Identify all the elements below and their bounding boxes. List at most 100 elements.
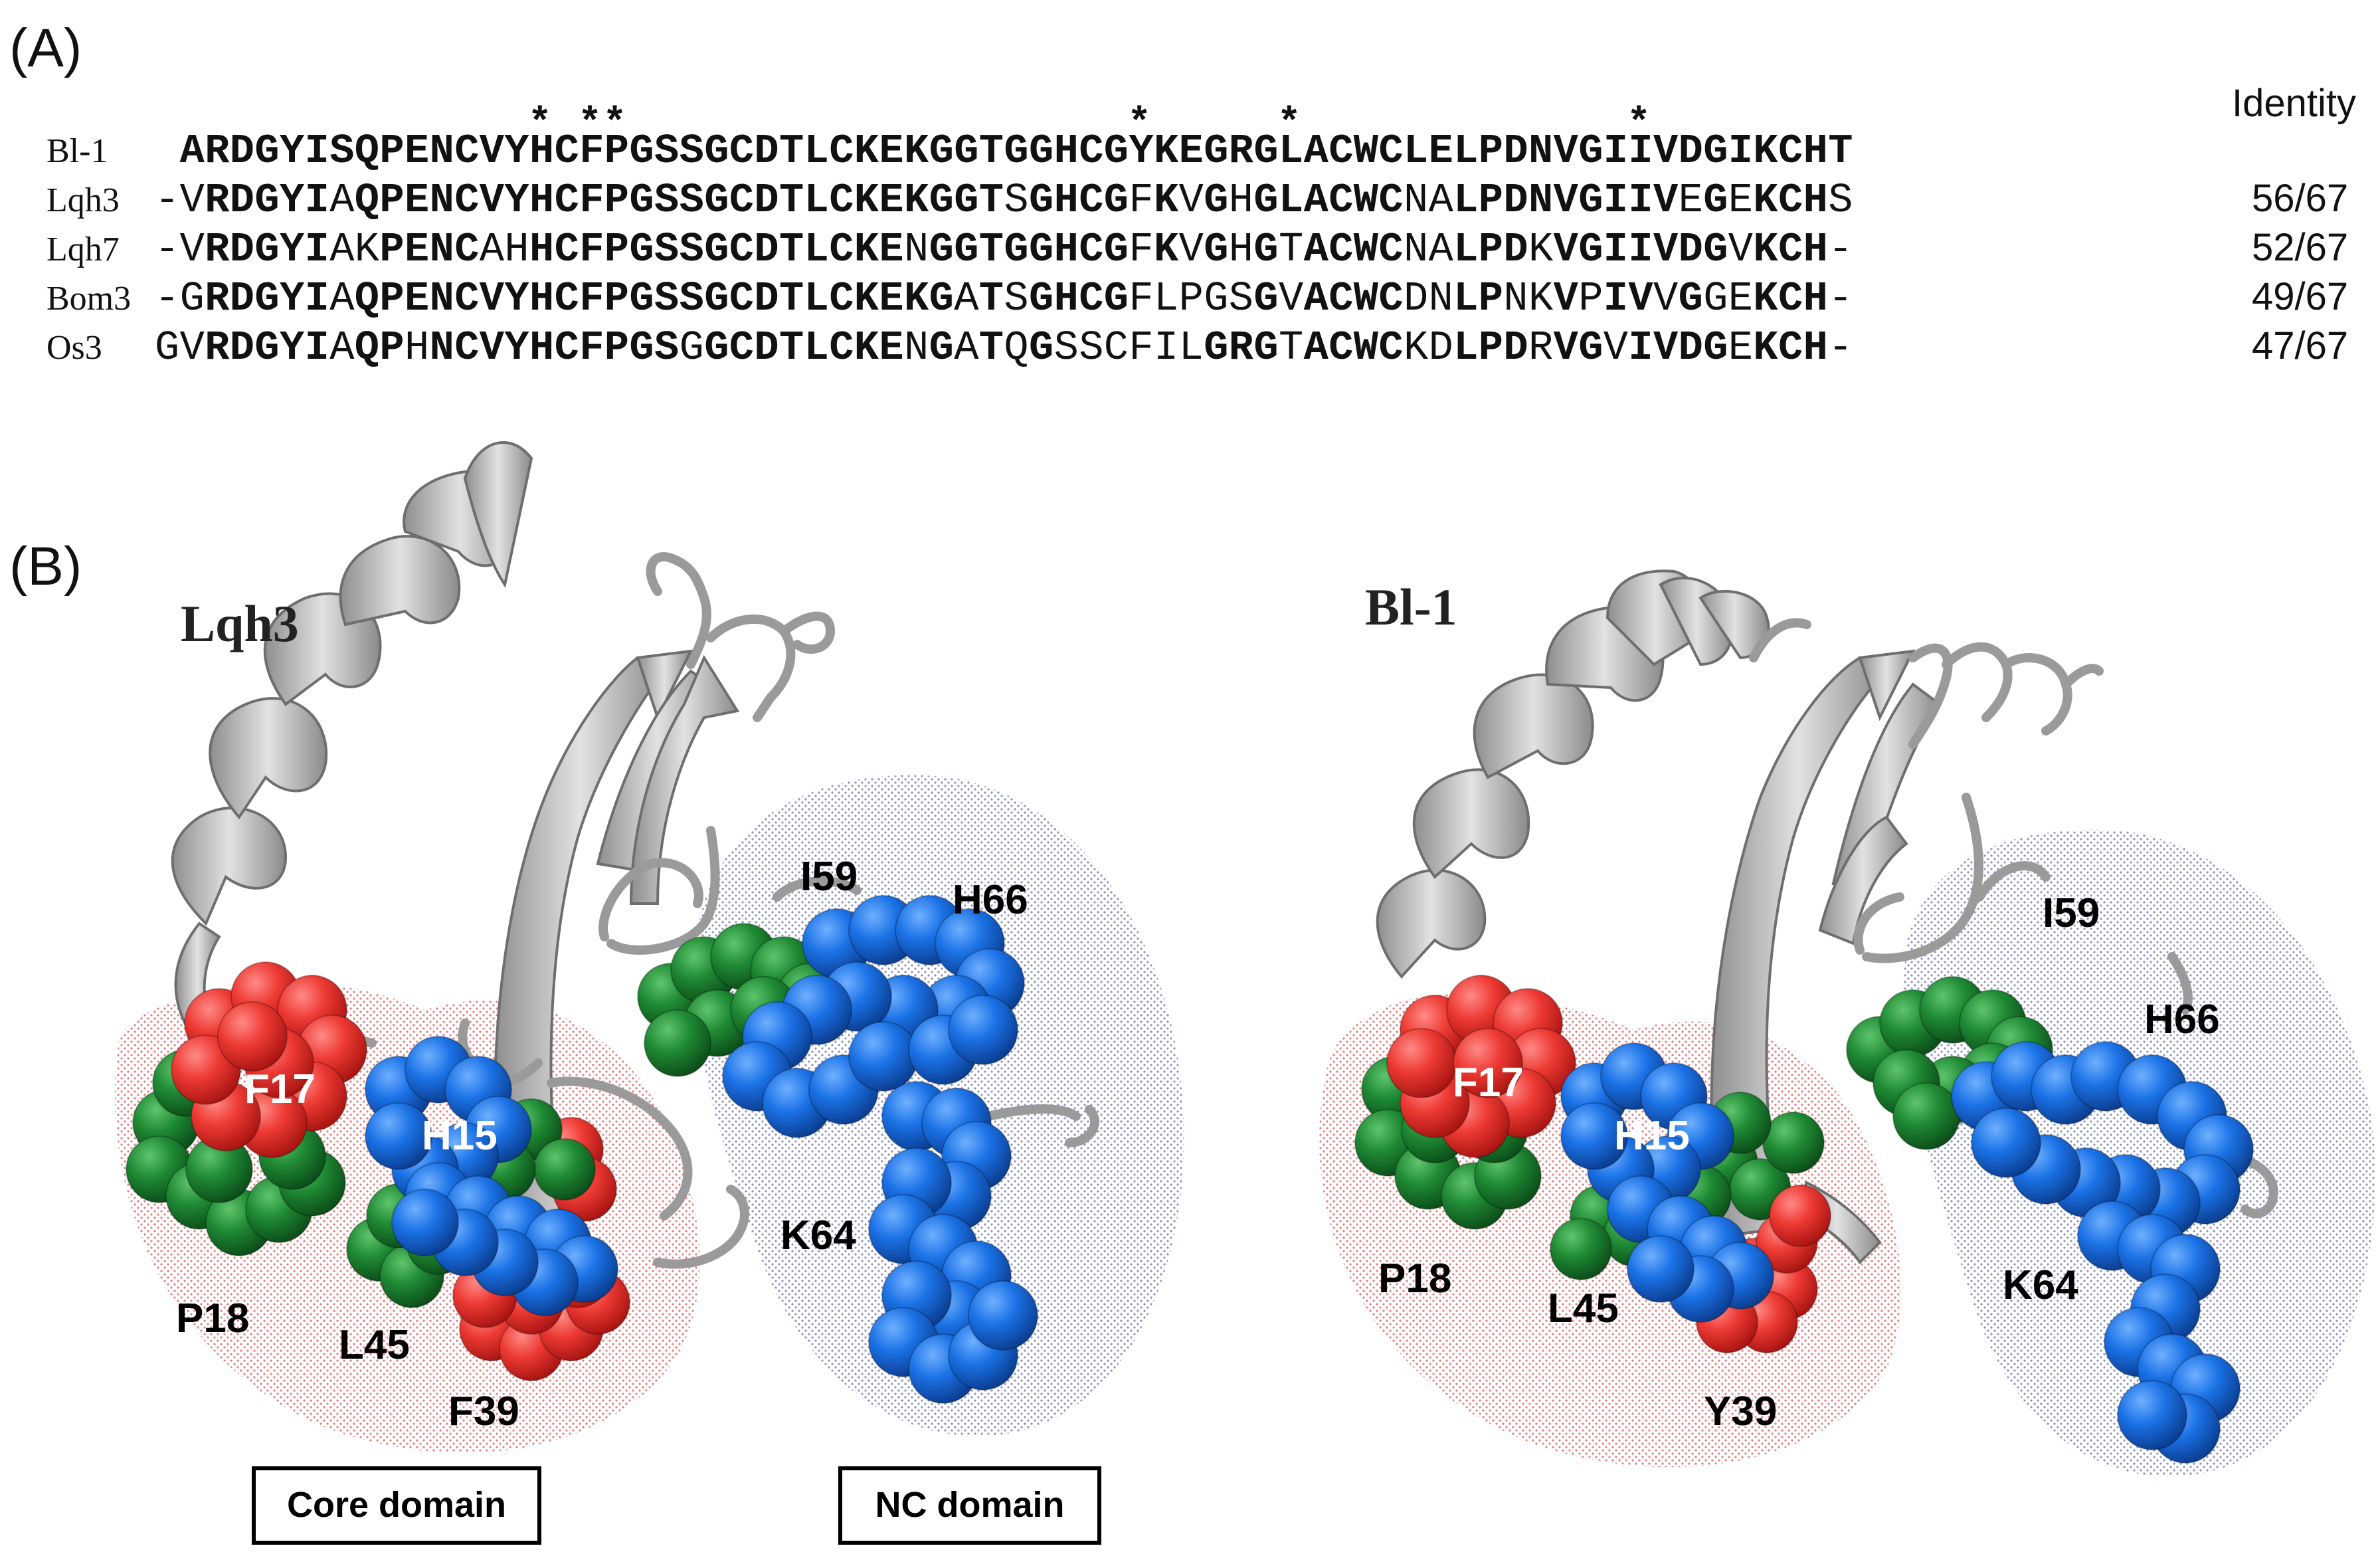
residue-char: G bbox=[1679, 275, 1703, 322]
sequence-row: -VRDGYIAQPENCVYHCFPGSSGCDTLCKEKGGTSGHCGF… bbox=[155, 177, 1853, 224]
conserved-star: * bbox=[532, 97, 548, 142]
bl1-label-l45: L45 bbox=[1548, 1286, 1619, 1331]
residue-char: D bbox=[1679, 128, 1703, 175]
residue-char: C bbox=[729, 324, 754, 371]
residue-char: G bbox=[1029, 128, 1053, 175]
bl1-structure: Bl-1 I59 H66 F17 H15 K64 P18 L45 Y39 bbox=[1319, 569, 2376, 1477]
residue-char: K bbox=[355, 226, 380, 273]
residue-char: G bbox=[704, 324, 729, 371]
residue-char: - bbox=[155, 226, 179, 273]
residue-char: V bbox=[1554, 275, 1579, 322]
identity-value: 49/67 bbox=[2252, 275, 2348, 318]
lqh3-f17-spheres bbox=[171, 961, 367, 1158]
residue-char: A bbox=[1304, 226, 1329, 273]
residue-char: C bbox=[555, 177, 579, 224]
residue-char: V bbox=[1554, 177, 1579, 224]
residue-char: H bbox=[1803, 226, 1828, 273]
residue-char: H bbox=[529, 128, 554, 175]
bl1-h15-spheres bbox=[1560, 1042, 1774, 1323]
residue-char: - bbox=[1828, 226, 1853, 273]
bl1-helix bbox=[1376, 569, 1770, 979]
residue-char: Y bbox=[280, 177, 305, 224]
residue-char: Y bbox=[504, 275, 529, 322]
residue-char: I bbox=[305, 177, 329, 224]
bl1-nc-domain-shading bbox=[1904, 829, 2376, 1477]
core-domain-label: Core domain bbox=[287, 1485, 506, 1525]
lqh3-label-k64: K64 bbox=[780, 1213, 856, 1258]
residue-char: P bbox=[1179, 275, 1204, 322]
residue-char: L bbox=[1404, 128, 1428, 175]
residue-char: N bbox=[1528, 177, 1553, 224]
residue-char: V bbox=[1554, 226, 1579, 273]
residue-char: D bbox=[1503, 128, 1528, 175]
bl1-h66-k64-spheres bbox=[1951, 1041, 2254, 1464]
residue-char: F bbox=[579, 324, 604, 371]
residue-char: W bbox=[1354, 128, 1379, 175]
residue-char: C bbox=[454, 177, 479, 224]
residue-char: G bbox=[1029, 177, 1053, 224]
residue-char: L bbox=[1453, 177, 1478, 224]
nc-domain-label: NC domain bbox=[875, 1485, 1064, 1525]
residue-char: P bbox=[379, 275, 404, 322]
residue-char: R bbox=[205, 128, 230, 175]
atom-sphere bbox=[848, 1021, 919, 1092]
residue-char: P bbox=[379, 177, 404, 224]
residue-char: D bbox=[1429, 324, 1453, 371]
residue-char: G bbox=[704, 177, 729, 224]
atom-sphere bbox=[1560, 1102, 1628, 1170]
residue-char: R bbox=[205, 226, 230, 273]
residue-char: G bbox=[155, 324, 179, 371]
residue-char: D bbox=[754, 275, 778, 322]
residue-char: V bbox=[480, 275, 505, 322]
atom-sphere bbox=[533, 1138, 596, 1201]
residue-char: K bbox=[1753, 324, 1778, 371]
residue-char: E bbox=[1179, 128, 1204, 175]
residue-char: K bbox=[1154, 128, 1179, 175]
residue-char: G bbox=[954, 128, 978, 175]
residue-char: D bbox=[754, 226, 778, 273]
residue-char: G bbox=[1104, 128, 1129, 175]
residue-char: L bbox=[1279, 128, 1303, 175]
lqh3-helix bbox=[171, 441, 533, 1038]
residue-char: S bbox=[1828, 177, 1853, 224]
residue-char: Y bbox=[280, 128, 305, 175]
residue-char: K bbox=[1404, 324, 1429, 371]
residue-char: A bbox=[1429, 177, 1454, 224]
residue-char: F bbox=[1129, 324, 1153, 371]
residue-char: A bbox=[954, 275, 979, 322]
lqh3-residue-spheres bbox=[126, 895, 1038, 1404]
residue-char: I bbox=[1603, 177, 1628, 224]
residue-char: G bbox=[1703, 324, 1728, 371]
lqh3-label-h66: H66 bbox=[953, 877, 1028, 923]
atom-sphere bbox=[1762, 1112, 1825, 1174]
residue-char: A bbox=[954, 324, 979, 371]
residue-char: V bbox=[1179, 226, 1204, 273]
residue-char: N bbox=[1503, 275, 1528, 322]
residue-char: C bbox=[1079, 128, 1103, 175]
residue-char: V bbox=[1554, 128, 1579, 175]
residue-char: H bbox=[405, 324, 429, 371]
residue-char: - bbox=[155, 275, 179, 322]
residue-char: V bbox=[1653, 177, 1679, 224]
residue-char: G bbox=[629, 324, 654, 371]
residue-char: K bbox=[1154, 177, 1179, 224]
residue-char: G bbox=[254, 324, 279, 371]
residue-char: V bbox=[1554, 324, 1579, 371]
residue-char: E bbox=[405, 177, 429, 224]
residue-char: P bbox=[1479, 275, 1503, 322]
residue-char: E bbox=[879, 177, 903, 224]
residue-char: W bbox=[1354, 324, 1379, 371]
residue-char: I bbox=[305, 275, 329, 322]
residue-char: N bbox=[1404, 226, 1428, 273]
residue-char: I bbox=[305, 226, 329, 273]
residue-char: C bbox=[454, 128, 479, 175]
residue-char: - bbox=[1828, 275, 1853, 322]
residue-char: C bbox=[1328, 226, 1353, 273]
residue-char: T bbox=[779, 324, 804, 371]
residue-char: C bbox=[1079, 275, 1103, 322]
residue-char: G bbox=[1204, 226, 1228, 273]
residue-char: P bbox=[379, 128, 404, 175]
residue-char: V bbox=[1653, 128, 1679, 175]
residue-char: D bbox=[1503, 324, 1528, 371]
